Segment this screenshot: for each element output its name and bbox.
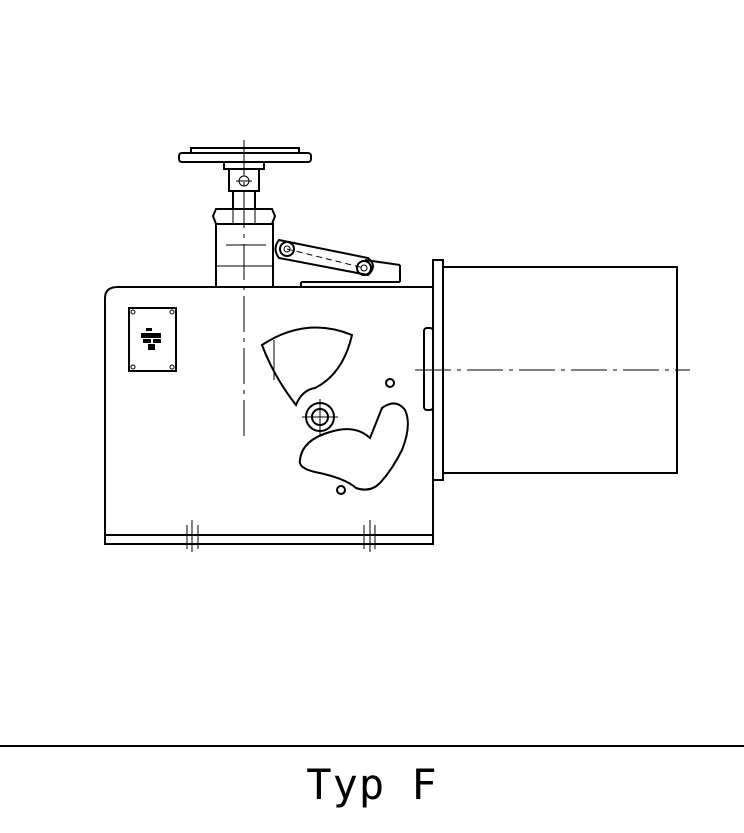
cam-slot bbox=[298, 402, 409, 491]
mounting-bolt-left bbox=[186, 520, 199, 552]
drive-shaft bbox=[302, 399, 338, 435]
screw-hole bbox=[385, 378, 395, 388]
manufacturer-logo-icon bbox=[141, 328, 161, 350]
sector-cam bbox=[260, 326, 354, 407]
nameplate bbox=[128, 307, 177, 372]
screw-hole bbox=[336, 485, 346, 495]
mounting-bolt-right bbox=[363, 520, 376, 552]
lever-link bbox=[274, 238, 374, 277]
drawing-caption: Typ F bbox=[306, 760, 438, 809]
pump-body bbox=[104, 286, 434, 552]
valve-assembly bbox=[178, 147, 312, 288]
